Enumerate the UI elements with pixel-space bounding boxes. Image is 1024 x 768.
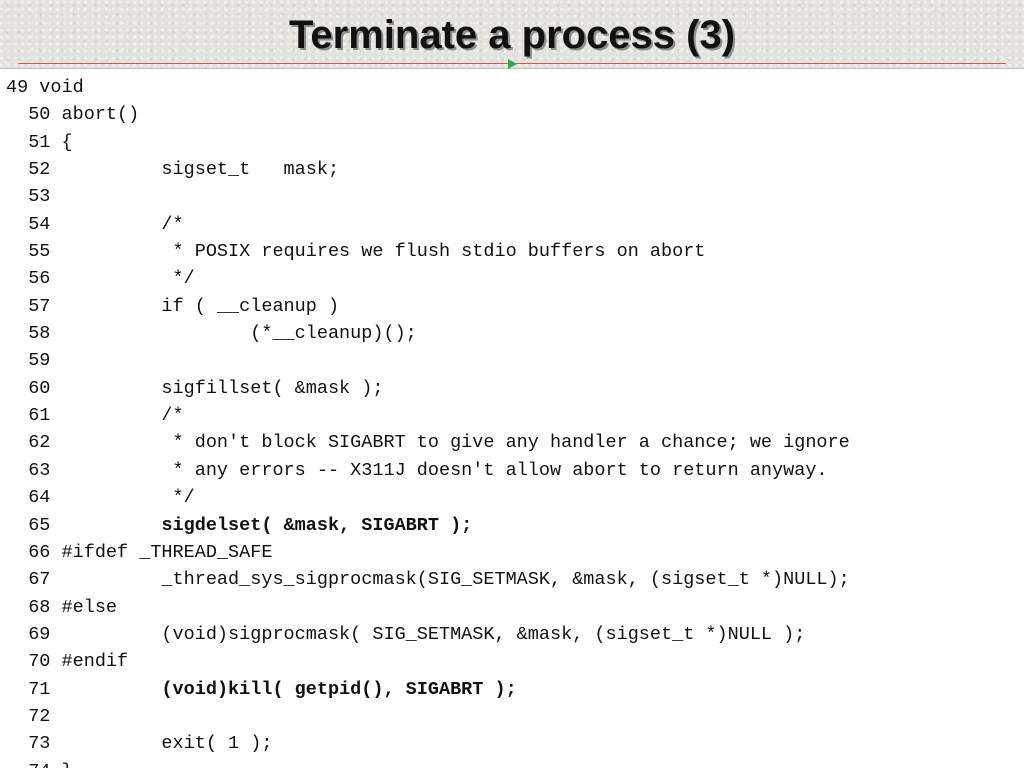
code-line: 68 #else (6, 596, 118, 618)
code-line: 49 void (6, 77, 84, 98)
code-line: 54 /* (6, 213, 184, 235)
code-line: 63 * any errors -- X311J doesn't allow a… (6, 459, 828, 481)
code-line-bold-text: (void)kill( getpid(), SIGABRT ); (161, 678, 517, 700)
code-line-bold-text: sigdelset( &mask, SIGABRT ); (161, 514, 473, 536)
code-line: 73 exit( 1 ); (6, 733, 273, 755)
slide-title: Terminate a process (3) (288, 13, 736, 57)
code-line: 53 (6, 186, 51, 208)
code-line: 51 { (6, 131, 73, 153)
code-line: 71 (void)kill( getpid(), SIGABRT ); (6, 676, 1024, 703)
code-line: 64 */ (6, 487, 195, 509)
code-line: 57 if ( __cleanup ) (6, 295, 340, 317)
code-line: 72 (6, 705, 51, 727)
slide-marker-icon (508, 59, 517, 69)
code-line-prefix: 65 (6, 514, 162, 536)
code-line: 56 */ (6, 268, 195, 290)
code-line: 67 _thread_sys_sigprocmask(SIG_SETMASK, … (6, 569, 850, 591)
code-line: 50 abort() (6, 104, 140, 126)
code-line: 69 (void)sigprocmask( SIG_SETMASK, &mask… (6, 623, 806, 645)
code-listing: 49 void 50 abort() 51 { 52 sigset_t mask… (6, 74, 1024, 768)
code-line: 60 sigfillset( &mask ); (6, 377, 384, 399)
code-line-prefix: 71 (6, 678, 162, 700)
code-line: 70 #endif (6, 651, 129, 673)
code-line: 59 (6, 350, 51, 372)
code-line: 61 /* (6, 405, 184, 427)
code-line: 58 (*__cleanup)(); (6, 323, 417, 345)
code-line: 55 * POSIX requires we flush stdio buffe… (6, 241, 706, 263)
code-line: 66 #ifdef _THREAD_SAFE (6, 541, 273, 563)
code-line: 52 sigset_t mask; (6, 159, 340, 181)
code-line: 62 * don't block SIGABRT to give any han… (6, 432, 850, 454)
code-line: 65 sigdelset( &mask, SIGABRT ); (6, 512, 1024, 539)
slide-header: Terminate a process (3) (0, 0, 1024, 69)
code-line: 74 } (6, 758, 1024, 768)
